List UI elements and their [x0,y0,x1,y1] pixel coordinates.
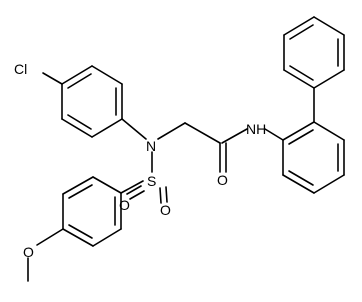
sulfonyl-oxygen-right-label: O [160,202,171,218]
bond-ring-o-methoxy [36,228,64,246]
bond-nh-ring [264,128,284,141]
carbonyl-oxygen-label: O [217,172,228,188]
bond-n-ch2 [157,122,186,140]
bond-s-o-right-2 [165,186,168,203]
chlorophenyl-ring [61,65,123,138]
bond-s-o-left-2 [126,185,142,195]
chlorine-label: Cl [14,61,27,77]
nitrogen-label: N [146,138,156,154]
sulfonyl-oxygen-left-label: O [119,197,130,213]
bond-s-o-left [129,190,145,200]
bond-ring-n [121,118,147,140]
aniline-ring [282,121,345,194]
sulfur-label: S [147,173,156,189]
bond-s-o-right [159,187,162,204]
bond-cl-ring [42,72,63,85]
amide-nh-label: NH [246,121,266,137]
bond-s-ring [120,180,144,194]
methoxy-oxygen-label: O [23,244,34,260]
bond-ch2-carbonyl [184,122,221,144]
phenyl-ring [283,16,345,89]
methoxyphenyl-ring [62,176,122,247]
bond-carbonyl-nh [221,128,248,144]
